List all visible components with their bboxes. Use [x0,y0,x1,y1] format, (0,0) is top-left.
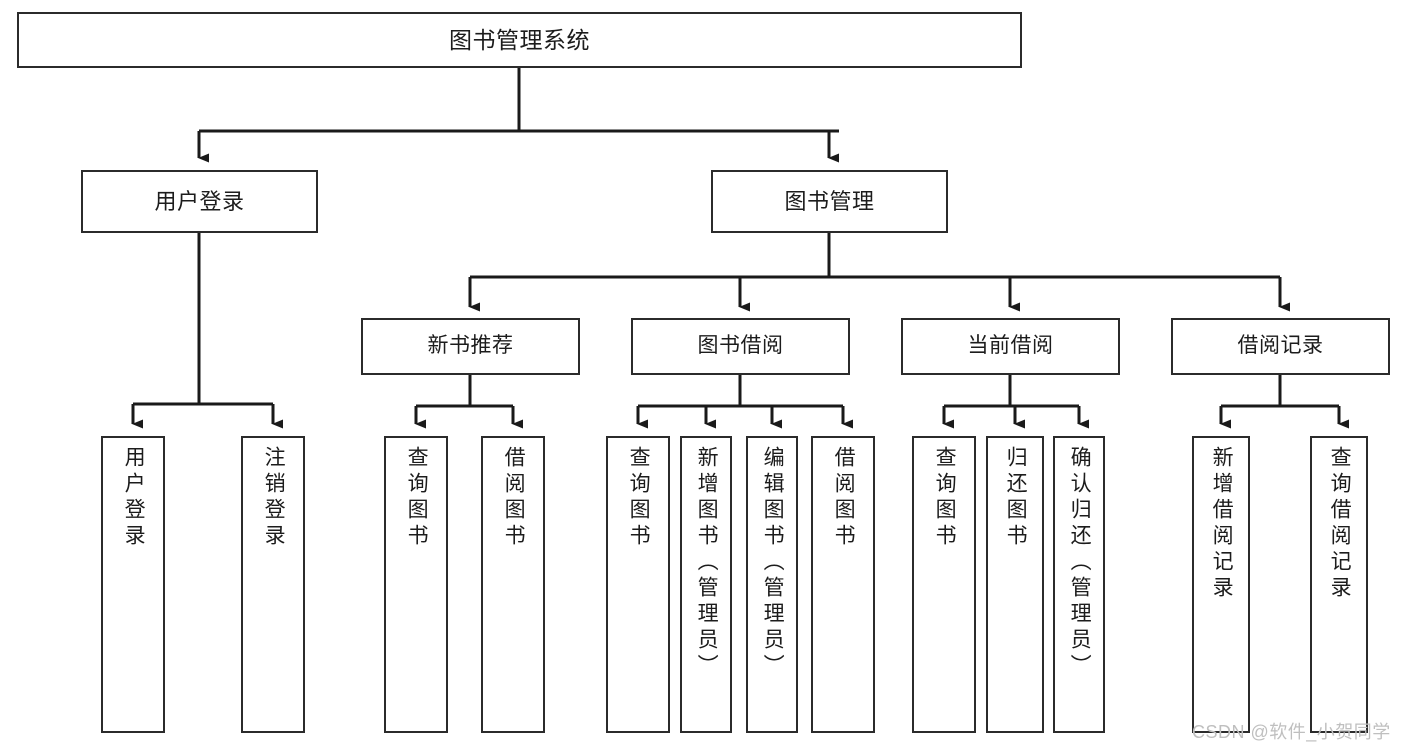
edge-borrowrecord-to-leaves [1219,375,1349,429]
node-leaf-cb-confirm[interactable]: 确认归还（管理员） [1053,436,1105,733]
node-leaf-rec-query[interactable]: 查询图书 [384,436,448,733]
node-root-label: 图书管理系统 [449,26,590,53]
node-leaf-br-query-label: 查询借阅记录 [1328,446,1352,602]
node-leaf-bb-edit[interactable]: 编辑图书（管理员） [746,436,798,733]
node-leaf-bb-borrow[interactable]: 借阅图书 [811,436,875,733]
node-leaf-br-add[interactable]: 新增借阅记录 [1192,436,1250,733]
edge-currentborrow-to-leaves [942,375,1089,429]
node-leaf-br-query[interactable]: 查询借阅记录 [1310,436,1368,733]
node-leaf-bb-edit-label: 编辑图书（管理员） [761,446,785,680]
node-user-login[interactable]: 用户登录 [81,170,318,233]
node-leaf-cb-return-label: 归还图书 [1004,446,1028,550]
node-new-book-rec-label: 新书推荐 [427,334,514,358]
node-new-book-rec[interactable]: 新书推荐 [361,318,580,375]
node-leaf-cb-return[interactable]: 归还图书 [986,436,1044,733]
edge-root-to-level1 [197,68,839,163]
node-leaf-bb-query-label: 查询图书 [627,446,651,550]
edge-bookborrow-to-leaves [636,375,853,429]
edge-bookmanage-to-level2 [468,233,1290,312]
node-leaf-cb-confirm-label: 确认归还（管理员） [1068,446,1092,680]
node-book-manage[interactable]: 图书管理 [711,170,948,233]
node-book-borrow[interactable]: 图书借阅 [631,318,850,375]
node-user-login-label: 用户登录 [154,188,245,214]
node-leaf-rec-borrow-label: 借阅图书 [502,446,526,550]
node-current-borrow-label: 当前借阅 [967,334,1054,358]
node-leaf-bb-borrow-label: 借阅图书 [832,446,856,550]
node-leaf-user-login-label: 用户登录 [122,446,146,550]
node-leaf-br-add-label: 新增借阅记录 [1210,446,1234,602]
node-leaf-cb-query-label: 查询图书 [933,446,957,550]
node-book-borrow-label: 图书借阅 [697,334,784,358]
node-current-borrow[interactable]: 当前借阅 [901,318,1120,375]
node-leaf-bb-add-label: 新增图书（管理员） [695,446,719,680]
node-borrow-record-label: 借阅记录 [1237,334,1324,358]
node-leaf-bb-query[interactable]: 查询图书 [606,436,670,733]
node-leaf-user-logout-label: 注销登录 [262,446,286,550]
node-leaf-bb-add[interactable]: 新增图书（管理员） [680,436,732,733]
node-leaf-user-login[interactable]: 用户登录 [101,436,165,733]
edge-newbookrec-to-leaves [414,375,523,429]
node-book-manage-label: 图书管理 [784,188,875,214]
node-leaf-rec-query-label: 查询图书 [405,446,429,550]
node-leaf-user-logout[interactable]: 注销登录 [241,436,305,733]
node-root[interactable]: 图书管理系统 [17,12,1022,68]
node-borrow-record[interactable]: 借阅记录 [1171,318,1390,375]
node-leaf-rec-borrow[interactable]: 借阅图书 [481,436,545,733]
node-leaf-cb-query[interactable]: 查询图书 [912,436,976,733]
edge-userlogin-to-leaves [131,233,283,429]
